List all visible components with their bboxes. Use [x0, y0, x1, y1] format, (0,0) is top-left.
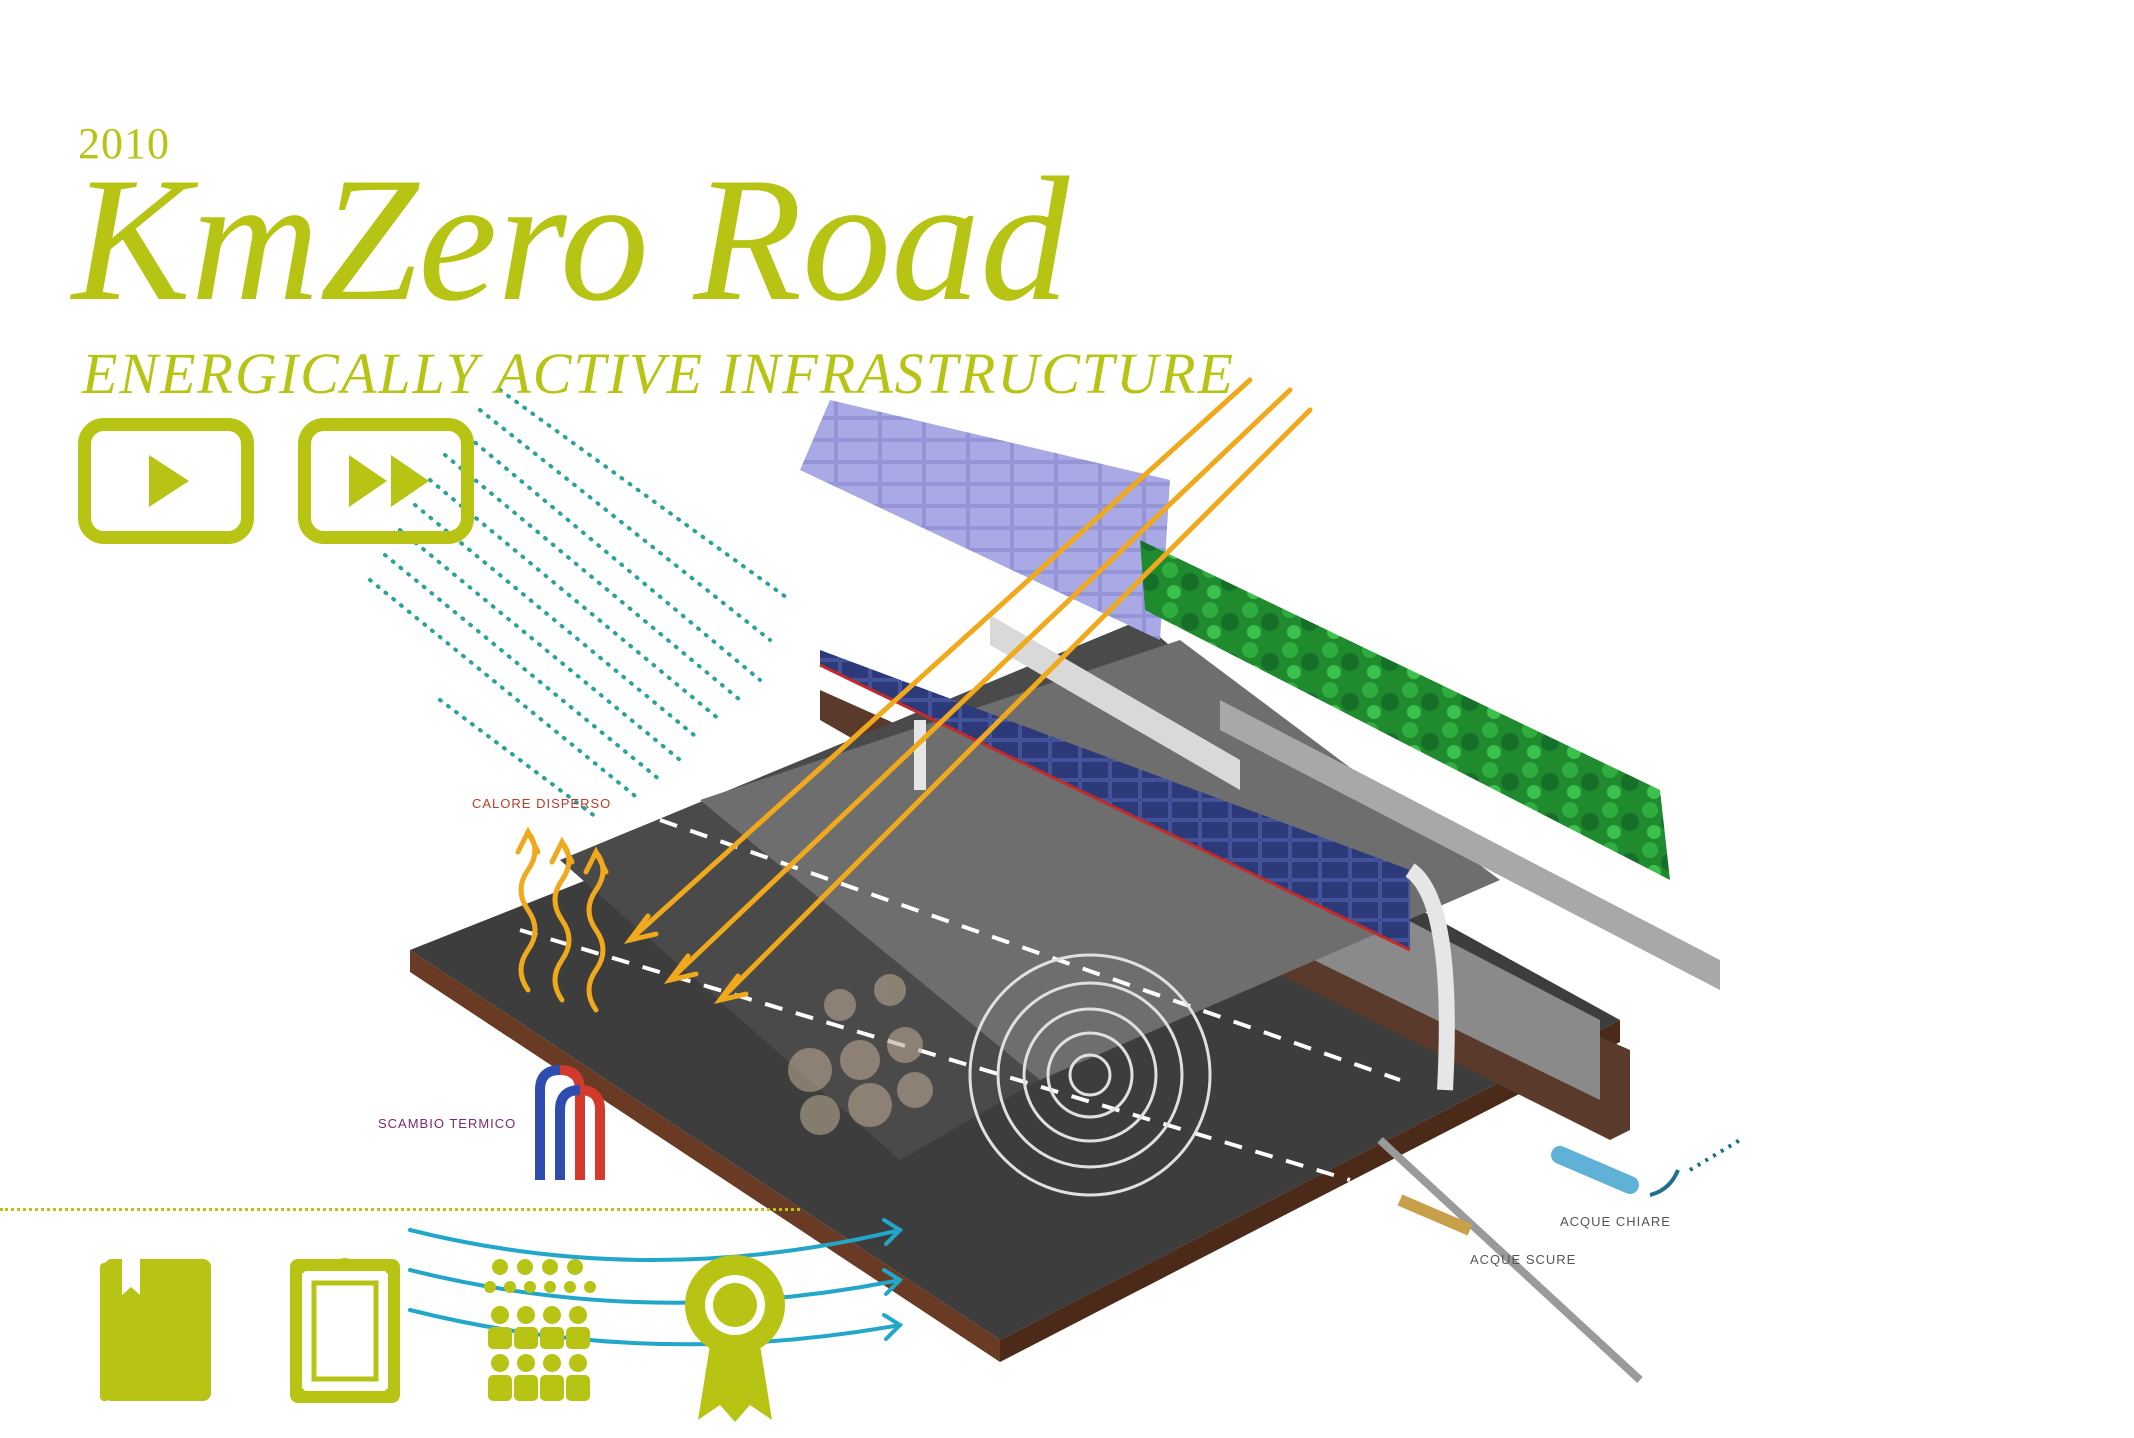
label-clear-water: ACQUE CHIARE: [1560, 1214, 1671, 1229]
picture-frame-icon: [290, 1258, 400, 1403]
page-title: KmZero Road: [72, 140, 1070, 338]
play-button[interactable]: [78, 418, 254, 544]
award-button[interactable]: [680, 1250, 790, 1429]
picture-frame-button[interactable]: [290, 1255, 400, 1409]
fast-forward-button[interactable]: [298, 418, 474, 544]
book-button[interactable]: [100, 1255, 215, 1409]
dotted-divider: [0, 1208, 800, 1211]
wind-dots: [368, 388, 792, 822]
label-dark-water: ACQUE SCURE: [1470, 1252, 1576, 1267]
water-flow-arrows: [408, 1218, 904, 1347]
particulate-dots: [788, 974, 933, 1135]
label-heat-dispersed: CALORE DISPERSO: [472, 796, 611, 811]
book-icon: [100, 1259, 211, 1401]
year-label: 2010: [78, 119, 170, 168]
page-subtitle: ENERGICALLY ACTIVE INFRASTRUCTURE: [82, 341, 1235, 406]
play-icon: [149, 455, 189, 507]
noise-rings: [968, 953, 1212, 1197]
heat-waves: [515, 826, 609, 1013]
sun-rays: [623, 377, 1313, 1004]
label-heat-exchange: SCAMBIO TERMICO: [378, 1116, 516, 1131]
audience-icon: [484, 1259, 596, 1401]
audience-button[interactable]: [480, 1255, 600, 1409]
fast-forward-icon: [349, 455, 429, 507]
heat-exchange-pipes: [535, 1065, 605, 1180]
award-ribbon-icon: [685, 1255, 785, 1422]
